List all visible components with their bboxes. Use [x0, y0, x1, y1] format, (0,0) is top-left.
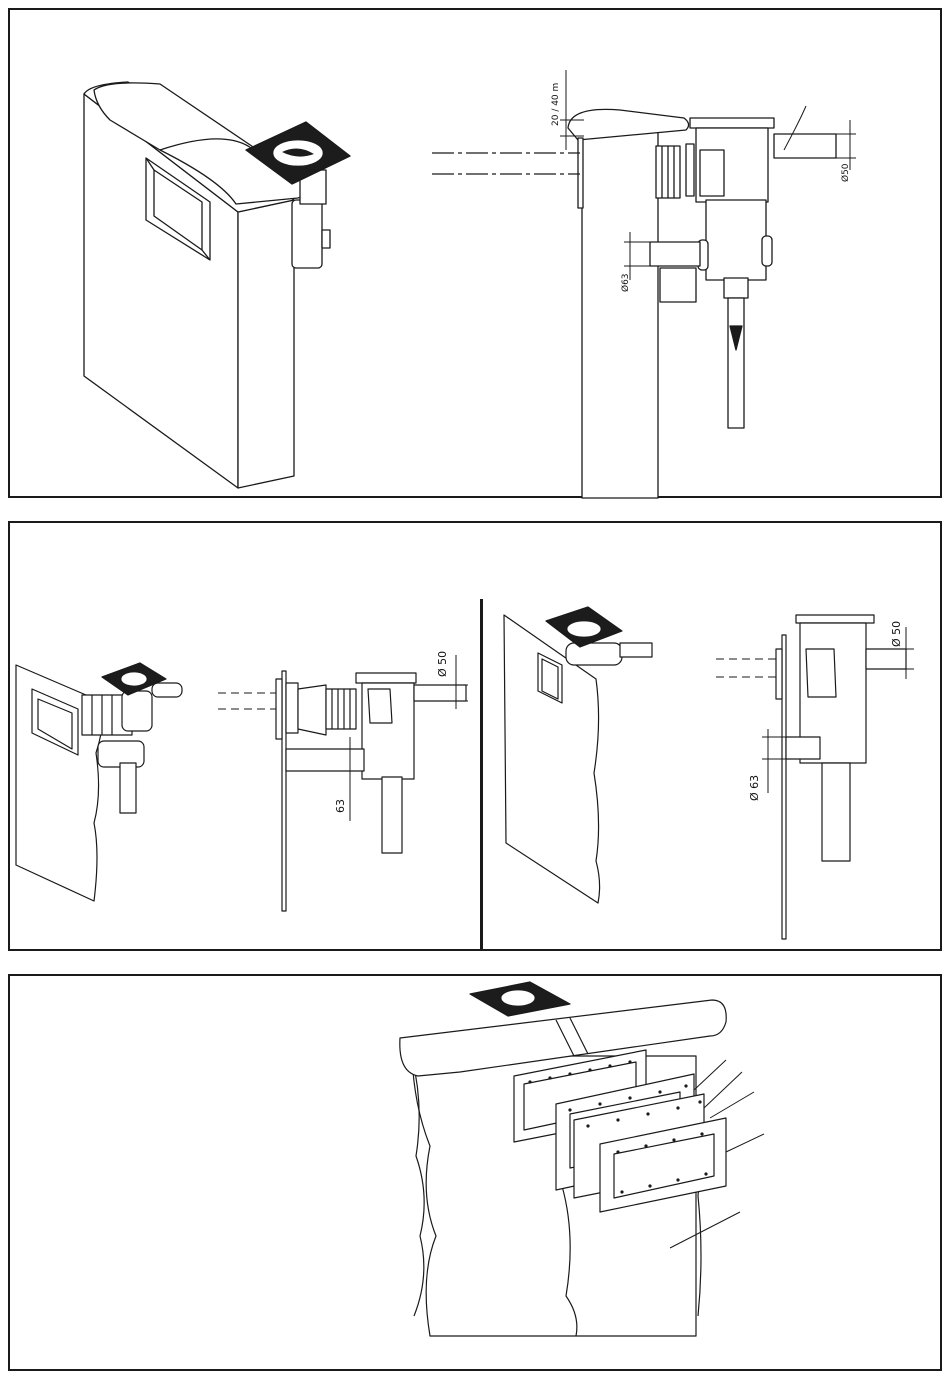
- top-diagram: 20 / 40 m Ø50 Ø63: [10, 10, 944, 500]
- dim-lower-label: Ø63: [620, 273, 631, 292]
- panel-middle: Ø 50 63 Ø 50 Ø 63: [8, 521, 942, 951]
- dim-lower-right: Ø 63: [748, 775, 761, 801]
- liner-sheet-left: [16, 665, 182, 901]
- liner-sheet-right: [504, 615, 652, 903]
- center-lines: [432, 153, 580, 174]
- skimmer-section-left: [276, 671, 466, 911]
- dim-height-label: 20 / 40 m: [551, 83, 561, 126]
- panel-bottom: [8, 974, 942, 1371]
- skimmer-section-right: [776, 615, 906, 939]
- dim-outlet-label: Ø50: [840, 163, 851, 182]
- wall-section-side: [568, 109, 836, 498]
- panel-top: 20 / 40 m Ø50 Ø63: [8, 8, 942, 498]
- dim-outlet-right: Ø 50: [890, 621, 903, 647]
- middle-diagram: Ø 50 63 Ø 50 Ø 63: [10, 523, 944, 953]
- dim-outlet-left: Ø 50: [436, 651, 449, 677]
- bottom-diagram: [10, 976, 944, 1373]
- dim-lower-left: 63: [334, 799, 347, 813]
